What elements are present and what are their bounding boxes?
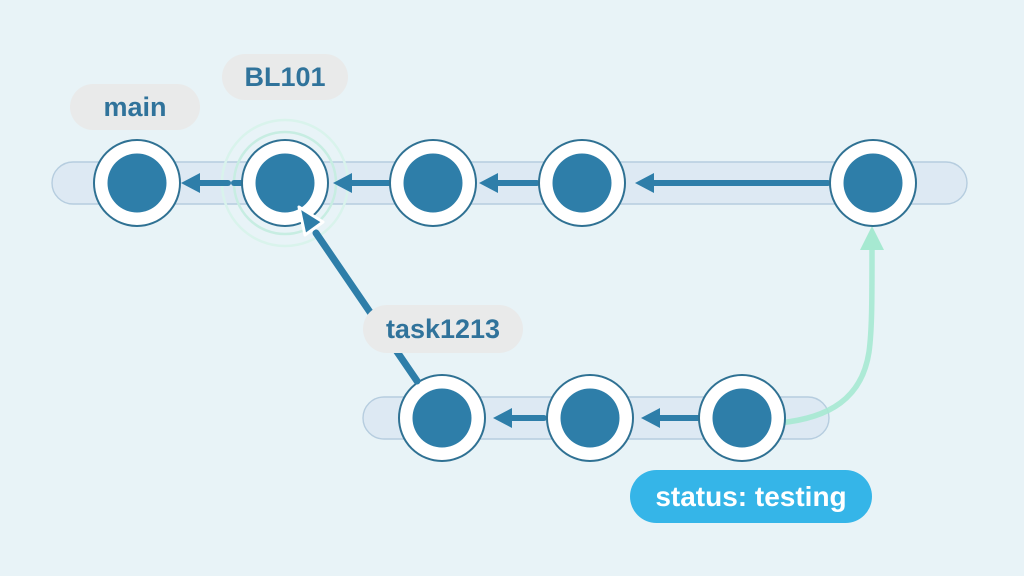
task-commit-3 [698,374,786,462]
main-commit-3 [389,139,477,227]
main-commit-5 [829,139,917,227]
task-commit-2 [546,374,634,462]
status-arrow-head-icon [860,226,884,250]
main-commit-4 [538,139,626,227]
main-arrow-4 [635,173,831,193]
main-arrow-2 [333,173,392,193]
branch-label-task1213: task1213 [363,305,523,353]
main-commit-1 [93,139,181,227]
branch-link-arrow [297,205,421,385]
status-arrow-curve [776,247,875,426]
main-arrow-3 [479,173,540,193]
task-commit-1 [398,374,486,462]
main-commit-2-bl101 [241,139,329,227]
task-arrow-2 [641,408,701,428]
branch-label-main: main [70,84,200,130]
task-arrow-1 [493,408,547,428]
branch-label-bl101: BL101 [222,54,348,100]
status-badge: status: testing [630,470,872,523]
